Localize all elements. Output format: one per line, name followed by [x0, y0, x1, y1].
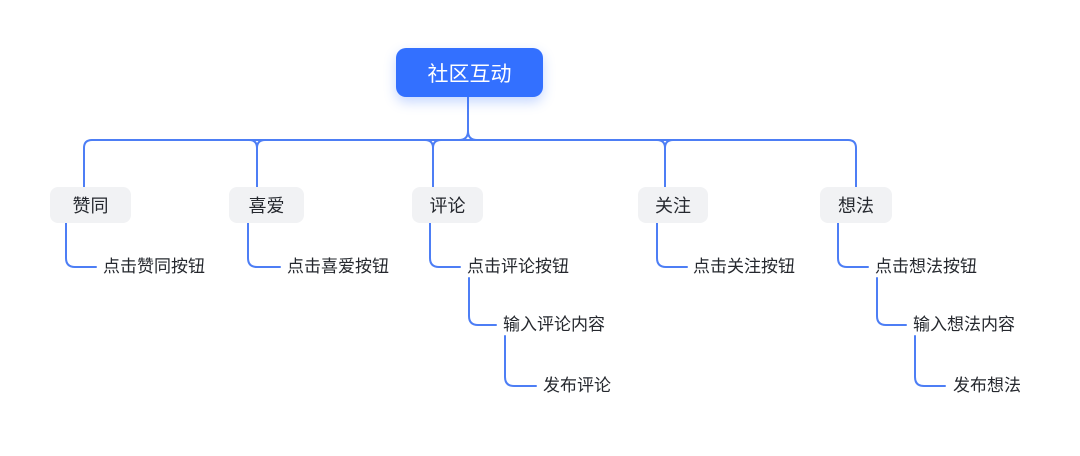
- edge-comment-step3: [504, 335, 537, 387]
- node-click-agree-button[interactable]: 点击赞同按钮: [103, 257, 205, 276]
- edge-rail: [83, 139, 857, 188]
- node-click-thought-button[interactable]: 点击想法按钮: [875, 257, 977, 276]
- edge-follow-step1: [656, 222, 688, 268]
- node-click-follow-button[interactable]: 点击关注按钮: [693, 257, 795, 276]
- edge-agree-step1: [65, 222, 97, 268]
- root-node-community-interaction[interactable]: 社区互动: [396, 48, 543, 97]
- branch-node-comment[interactable]: 评论: [412, 187, 483, 223]
- edge-drop-follow: [656, 139, 674, 188]
- edge-thought-step3: [914, 335, 946, 387]
- edge-drop-like: [248, 139, 266, 188]
- node-click-comment-button[interactable]: 点击评论按钮: [467, 257, 569, 276]
- node-enter-comment-content[interactable]: 输入评论内容: [503, 315, 605, 334]
- edge-thought-step1: [837, 222, 869, 268]
- edge-comment-step2: [468, 277, 497, 326]
- node-enter-thought-content[interactable]: 输入想法内容: [913, 315, 1015, 334]
- branch-node-like[interactable]: 喜爱: [229, 187, 304, 223]
- node-click-like-button[interactable]: 点击喜爱按钮: [287, 257, 389, 276]
- edge-comment-step1: [429, 222, 461, 268]
- edge-thought-step2: [876, 277, 907, 326]
- branch-node-follow[interactable]: 关注: [638, 187, 708, 223]
- branch-node-thought[interactable]: 想法: [820, 187, 892, 223]
- edge-root-stem: [458, 96, 478, 141]
- edge-drop-comment: [424, 139, 442, 188]
- node-publish-comment[interactable]: 发布评论: [543, 376, 611, 395]
- edge-like-step1: [247, 222, 281, 268]
- node-publish-thought[interactable]: 发布想法: [953, 376, 1021, 395]
- branch-node-agree[interactable]: 赞同: [50, 187, 131, 223]
